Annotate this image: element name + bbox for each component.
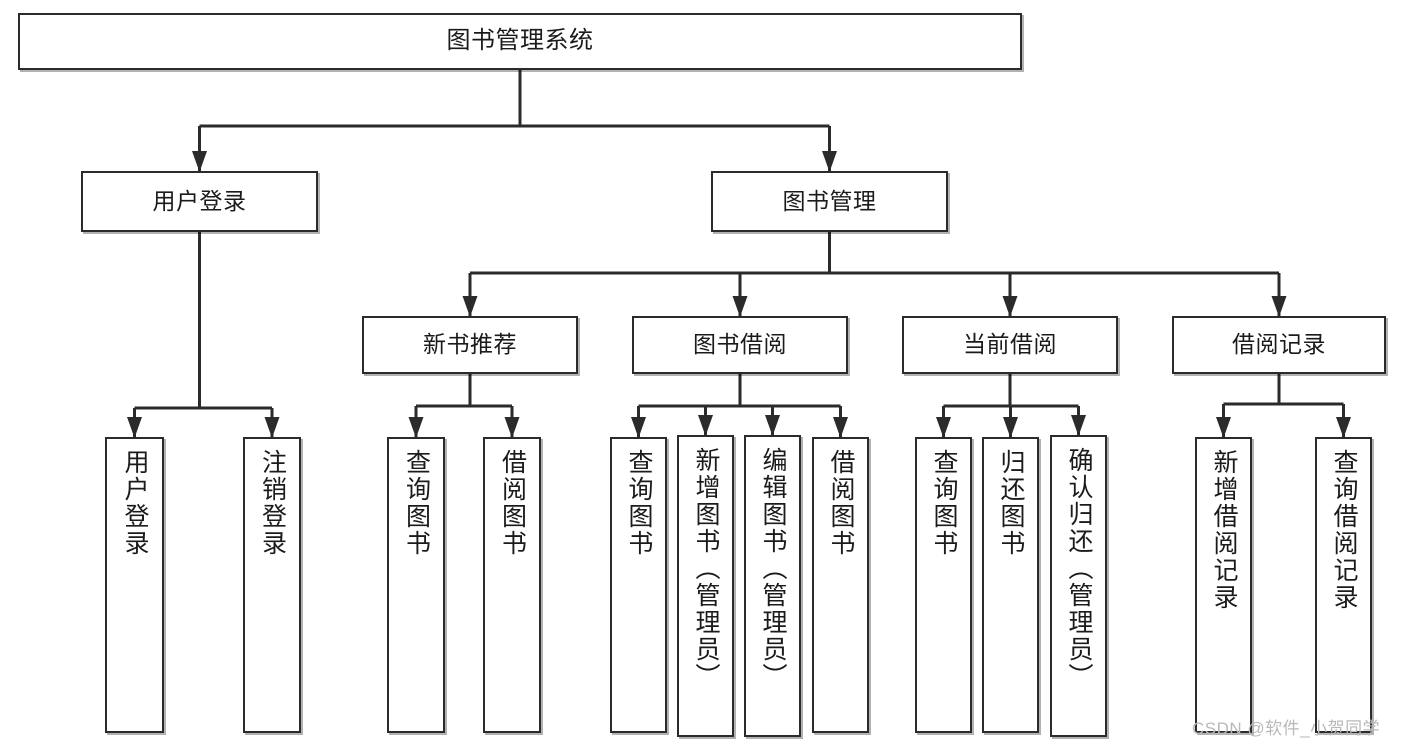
arrowhead-icon <box>822 151 837 172</box>
node-label: 确认归还（管理员） <box>1065 447 1093 690</box>
arrowhead-icon <box>504 417 520 438</box>
node-l2[interactable]: 注销登录 <box>243 437 301 733</box>
node-borrow[interactable]: 图书借阅 <box>632 316 848 374</box>
arrowhead-icon <box>1271 296 1287 317</box>
node-label: 借阅记录 <box>1232 331 1326 358</box>
node-r2[interactable]: 查询借阅记录 <box>1315 437 1372 733</box>
node-r1[interactable]: 新增借阅记录 <box>1195 437 1252 733</box>
node-c3[interactable]: 确认归还（管理员） <box>1050 435 1107 737</box>
node-label: 查询图书 <box>625 449 653 557</box>
node-newbook[interactable]: 新书推荐 <box>362 316 578 374</box>
node-label: 图书借阅 <box>693 331 787 358</box>
arrowhead-icon <box>1336 417 1351 438</box>
node-label: 查询借阅记录 <box>1330 449 1358 611</box>
node-label: 当前借阅 <box>963 331 1057 358</box>
node-label: 新书推荐 <box>423 331 517 358</box>
node-label: 借阅图书 <box>827 449 855 557</box>
node-b3[interactable]: 编辑图书（管理员） <box>744 435 801 737</box>
arrowhead-icon <box>1071 415 1086 436</box>
node-root[interactable]: 图书管理系统 <box>18 13 1022 70</box>
node-label: 借阅图书 <box>498 449 527 557</box>
node-login[interactable]: 用户登录 <box>81 171 318 232</box>
node-label: 用户登录 <box>121 449 149 557</box>
node-label: 图书管理 <box>782 187 877 214</box>
node-label: 图书管理系统 <box>446 27 594 55</box>
arrowhead-icon <box>192 151 207 172</box>
node-current[interactable]: 当前借阅 <box>902 316 1118 374</box>
node-label: 编辑图书（管理员） <box>759 447 787 690</box>
node-l1[interactable]: 用户登录 <box>105 437 164 733</box>
arrowhead-icon <box>1002 296 1018 317</box>
node-c2[interactable]: 归还图书 <box>982 437 1039 733</box>
arrowhead-icon <box>408 417 424 438</box>
arrowhead-icon <box>765 415 780 436</box>
node-bookmgmt[interactable]: 图书管理 <box>711 171 948 232</box>
arrowhead-icon <box>936 417 951 438</box>
node-label: 注销登录 <box>258 449 287 557</box>
node-label: 新增图书（管理员） <box>692 447 720 690</box>
node-label: 查询图书 <box>402 449 431 557</box>
arrowhead-icon <box>698 415 713 436</box>
arrowhead-icon <box>732 296 748 317</box>
node-n1[interactable]: 查询图书 <box>387 437 445 733</box>
node-label: 查询图书 <box>930 449 958 557</box>
arrowhead-icon <box>127 417 142 438</box>
node-label: 新增借阅记录 <box>1210 449 1238 611</box>
arrowhead-icon <box>1003 417 1018 438</box>
arrowhead-icon <box>1216 417 1231 438</box>
arrowhead-icon <box>264 417 280 438</box>
node-n2[interactable]: 借阅图书 <box>483 437 541 733</box>
node-b1[interactable]: 查询图书 <box>610 437 667 733</box>
arrowhead-icon <box>631 417 646 438</box>
node-b2[interactable]: 新增图书（管理员） <box>677 435 734 737</box>
node-c1[interactable]: 查询图书 <box>915 437 972 733</box>
node-label: 用户登录 <box>152 187 247 214</box>
node-label: 归还图书 <box>997 449 1025 557</box>
node-b4[interactable]: 借阅图书 <box>812 437 869 733</box>
arrowhead-icon <box>833 417 848 438</box>
node-records[interactable]: 借阅记录 <box>1172 316 1386 374</box>
arrowhead-icon <box>462 296 478 317</box>
